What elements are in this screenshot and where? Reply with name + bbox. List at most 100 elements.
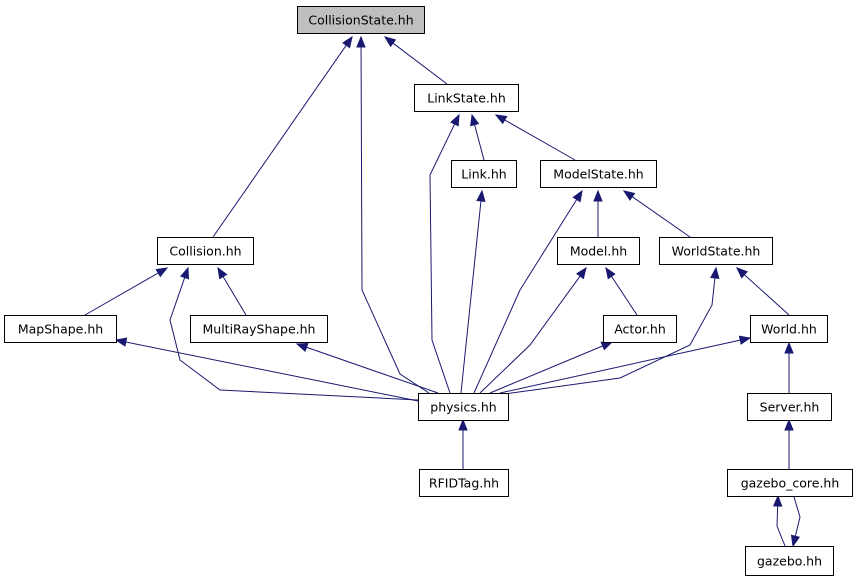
node-link[interactable]: Link.hh — [451, 160, 517, 188]
edge-physics-to-multirayshape — [295, 342, 439, 394]
node-actor[interactable]: Actor.hh — [603, 315, 677, 343]
arrowhead-icon — [494, 114, 508, 125]
arrowhead-icon — [295, 342, 309, 352]
edge-gazebocore-to-gazebo — [790, 496, 801, 548]
edge-line — [631, 196, 691, 238]
edge-multirayshape-to-collision — [217, 266, 247, 316]
node-box — [745, 546, 834, 576]
node-modelstate[interactable]: ModelState.hh — [540, 160, 657, 188]
edge-line — [489, 345, 603, 394]
edge-line — [212, 44, 347, 238]
edge-physics-to-collision — [169, 266, 419, 401]
node-label: Link.hh — [461, 167, 506, 182]
edges-layer — [84, 35, 801, 548]
edge-physics-to-model — [479, 266, 587, 394]
arrowhead-icon — [470, 113, 480, 127]
node-label: gazebo_core.hh — [741, 476, 840, 491]
arrowhead-icon — [450, 113, 460, 127]
edge-physics-to-modelstate — [473, 189, 583, 394]
node-worldstate[interactable]: WorldState.hh — [659, 237, 773, 265]
node-box — [297, 6, 425, 34]
edge-linkstate-to-collisionstate — [383, 36, 448, 85]
node-world[interactable]: World.hh — [750, 315, 828, 343]
edge-line — [499, 339, 741, 394]
node-box — [747, 393, 832, 421]
node-box — [451, 160, 517, 188]
edge-physics-to-world — [499, 335, 752, 394]
node-label: World.hh — [761, 322, 817, 337]
edge-modelstate-to-linkstate — [494, 114, 576, 161]
arrowhead-icon — [622, 190, 636, 201]
node-linkstate[interactable]: LinkState.hh — [414, 84, 519, 112]
arrowhead-icon — [600, 341, 614, 351]
node-label: ModelState.hh — [553, 167, 643, 182]
edge-server-to-world — [784, 341, 794, 393]
edge-physics-to-mapshape — [114, 337, 419, 402]
edge-line — [473, 199, 578, 394]
node-server[interactable]: Server.hh — [747, 393, 832, 421]
edge-physics-to-link — [460, 189, 486, 394]
edge-physics-to-collisionstate — [356, 35, 430, 394]
edge-physics-to-actor — [489, 341, 614, 394]
edge-line — [474, 124, 485, 161]
edge-line — [125, 341, 419, 402]
arrowhead-icon — [784, 341, 794, 354]
node-physics[interactable]: physics.hh — [418, 393, 509, 421]
arrowhead-icon — [710, 266, 720, 279]
edge-collision-to-collisionstate — [212, 35, 353, 238]
edge-line — [776, 505, 786, 547]
node-box — [540, 160, 657, 188]
arrowhead-icon — [114, 337, 128, 347]
arrowhead-icon — [217, 266, 228, 280]
node-label: Actor.hh — [614, 322, 666, 337]
node-label: Server.hh — [760, 400, 820, 415]
node-label: LinkState.hh — [427, 91, 506, 106]
node-gazebo[interactable]: gazebo.hh — [745, 546, 834, 576]
arrowhead-icon — [772, 494, 783, 507]
edge-line — [360, 46, 430, 394]
node-box — [659, 237, 773, 265]
node-box — [418, 393, 509, 421]
node-rfidtag[interactable]: RFIDTag.hh — [419, 469, 509, 497]
node-box — [157, 237, 254, 265]
edge-worldstate-to-modelstate — [622, 190, 691, 238]
node-box — [414, 84, 519, 112]
edge-actor-to-model — [605, 266, 638, 316]
edge-line — [392, 42, 448, 85]
node-box — [190, 315, 328, 343]
edge-model-to-modelstate — [593, 189, 603, 237]
node-collisionstate[interactable]: CollisionState.hh — [297, 6, 425, 34]
edge-line — [222, 276, 247, 316]
node-collision[interactable]: Collision.hh — [157, 237, 254, 265]
node-box — [419, 469, 509, 497]
arrowhead-icon — [155, 267, 169, 278]
node-label: Collision.hh — [169, 244, 241, 259]
node-box — [557, 237, 640, 265]
edge-line — [479, 275, 581, 394]
edge-line — [504, 119, 576, 161]
arrowhead-icon — [605, 266, 616, 280]
arrowhead-icon — [383, 36, 397, 48]
node-box — [727, 469, 853, 497]
node-label: Model.hh — [570, 244, 627, 259]
node-gazebocore[interactable]: gazebo_core.hh — [727, 469, 853, 497]
node-label: MultiRayShape.hh — [203, 322, 316, 337]
node-model[interactable]: Model.hh — [557, 237, 640, 265]
edge-line — [611, 276, 638, 316]
edge-physics-to-linkstate — [429, 113, 460, 394]
edge-line — [429, 123, 456, 394]
edge-line — [793, 496, 801, 537]
edge-world-to-worldstate — [736, 267, 790, 316]
arrowhead-icon — [356, 35, 366, 48]
node-label: CollisionState.hh — [308, 13, 413, 28]
node-multirayshape[interactable]: MultiRayShape.hh — [190, 315, 328, 343]
arrowhead-icon — [593, 189, 603, 202]
node-mapshape[interactable]: MapShape.hh — [4, 315, 117, 343]
edge-line — [489, 277, 716, 397]
arrowhead-icon — [476, 189, 486, 202]
arrowhead-icon — [342, 35, 353, 49]
arrowhead-icon — [738, 335, 752, 345]
arrowhead-icon — [736, 267, 748, 279]
